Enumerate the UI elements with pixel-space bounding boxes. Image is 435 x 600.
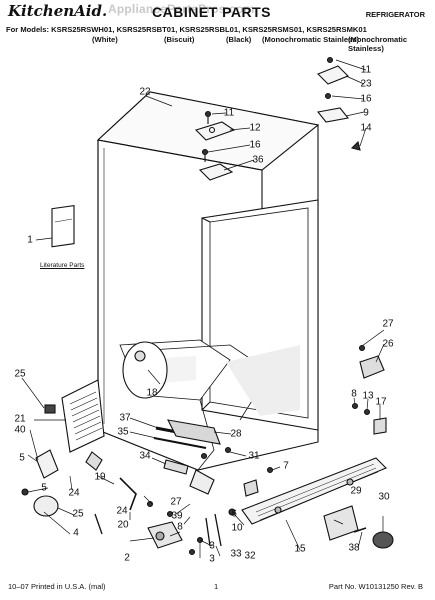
callout-16b: 16 [360, 93, 372, 105]
callout-35: 35 [117, 426, 129, 438]
hinge-bracket-36 [198, 163, 234, 181]
hinge-23 [317, 65, 349, 85]
callout-5b: 5 [41, 482, 47, 494]
heater-28 [167, 419, 221, 445]
footer-printed: 10–07 Printed in U.S.A. (mal) [8, 582, 106, 591]
callout-30: 30 [378, 491, 390, 503]
callout-9: 9 [363, 107, 369, 119]
callout-28: 28 [230, 428, 242, 440]
callout-14: 14 [360, 122, 372, 134]
literature-parts [51, 204, 75, 248]
hinge-bracket-top [194, 121, 236, 141]
callout-24a: 24 [68, 487, 80, 499]
drain-pan-4 [33, 495, 59, 517]
callout-37: 37 [119, 412, 131, 424]
callout-33: 33 [230, 548, 242, 560]
variant-black: (Black) [226, 35, 252, 44]
callout-11a: 11 [223, 107, 235, 119]
callout-18: 18 [146, 387, 158, 399]
models-block: For Models: KSRS25RSWH01, KSRS25RSBT01, … [6, 25, 431, 35]
callout-12: 12 [249, 122, 261, 134]
callout-25b: 25 [72, 508, 84, 520]
callout-29: 29 [350, 485, 362, 497]
callout-10: 10 [231, 522, 243, 534]
callout-2: 2 [124, 552, 130, 564]
callout-27b: 27 [170, 496, 182, 508]
footer-part-number: Part No. W10131250 Rev. B [328, 582, 423, 591]
callout-31: 31 [248, 450, 260, 462]
models-line: For Models: KSRS25RSWH01, KSRS25RSBT01, … [6, 25, 431, 35]
variant-mono-stainless-1: (Monochromatic Stainless) [262, 35, 360, 44]
cap-30 [372, 531, 394, 549]
category-label: REFRIGERATOR [365, 10, 425, 19]
variant-white: (White) [92, 35, 118, 44]
callout-11b: 11 [360, 64, 372, 76]
variant-mono-stainless-2: (Monochromatic Stainless) [348, 35, 408, 53]
detail-18 [122, 341, 168, 399]
valve-assembly [147, 521, 183, 549]
callout-13: 13 [362, 390, 374, 402]
models-list: KSRS25RSWH01, KSRS25RSBT01, KSRS25RSBL01… [51, 25, 367, 34]
footer-page-number: 1 [214, 582, 219, 591]
callout-24b: 24 [116, 505, 128, 517]
callout-7: 7 [283, 460, 289, 472]
callout-19: 19 [94, 471, 106, 483]
watermark: AppliancePartsPros.com [108, 2, 255, 16]
callout-20: 20 [117, 519, 129, 531]
callout-38: 38 [348, 542, 360, 554]
callout-36: 36 [252, 154, 264, 166]
callout-3a: 3 [209, 540, 215, 552]
variant-biscuit: (Biscuit) [164, 35, 195, 44]
callout-6: 6 [231, 508, 237, 520]
callout-8b: 8 [177, 521, 183, 533]
callout-3b: 3 [209, 553, 215, 565]
callout-16a: 16 [249, 139, 261, 151]
callout-23: 23 [360, 78, 372, 90]
callout-40: 40 [14, 424, 26, 436]
callout-4: 4 [73, 527, 79, 539]
callout-39: 39 [171, 510, 183, 522]
callout-8a: 8 [351, 388, 357, 400]
callout-1: 1 [27, 234, 33, 246]
page-title: CABINET PARTS [152, 4, 272, 20]
callout-27a: 27 [382, 318, 394, 330]
callout-21: 21 [14, 413, 26, 425]
callout-25a: 25 [14, 368, 26, 380]
callout-15: 15 [294, 543, 306, 555]
callout-26: 26 [382, 338, 394, 350]
callout-22: 22 [139, 86, 151, 98]
callout-32: 32 [244, 550, 256, 562]
brand-logo: KitchenAid. [8, 2, 108, 20]
callout-17: 17 [375, 396, 387, 408]
callout-5a: 5 [19, 452, 25, 464]
literature-parts-label: Literature Parts [40, 262, 85, 269]
vent-panel [61, 379, 105, 453]
models-label: For Models: [6, 25, 50, 34]
callout-34: 34 [139, 450, 151, 462]
